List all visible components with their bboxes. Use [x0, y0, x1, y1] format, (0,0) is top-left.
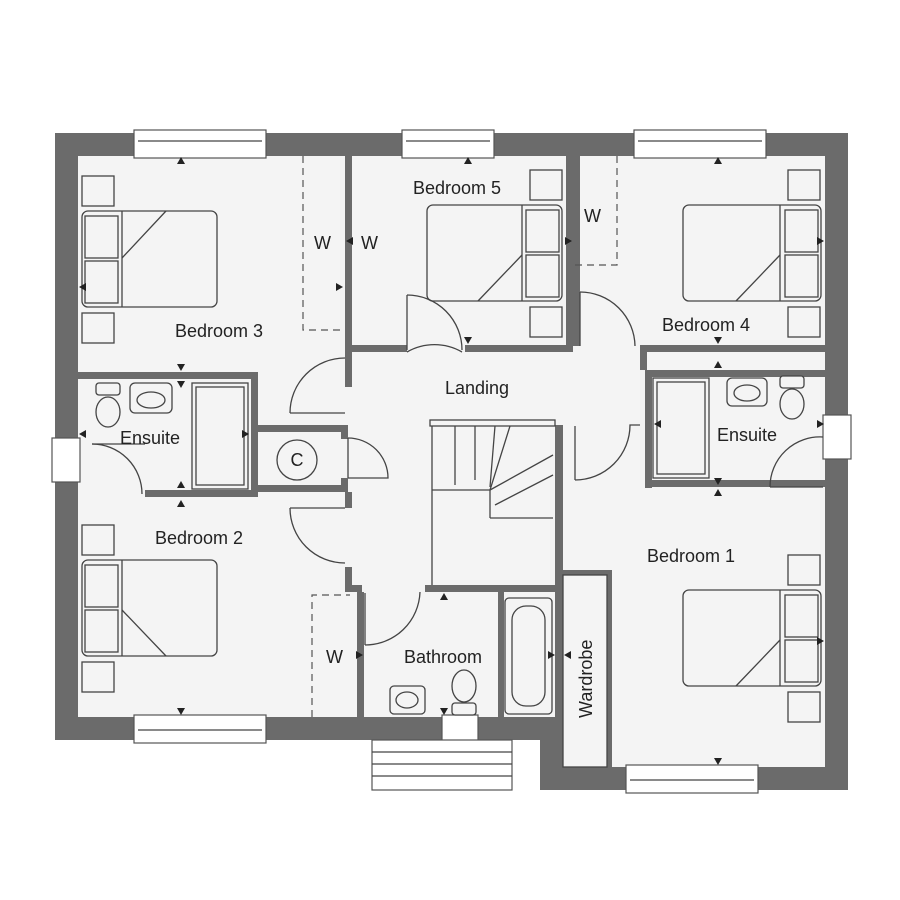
- staircase[interactable]: [429, 419, 556, 585]
- bed-bedroom2: [81, 524, 218, 693]
- windows: [51, 129, 852, 794]
- porch-steps: [371, 739, 513, 791]
- room-label-bedroom2: Bedroom 2: [155, 528, 243, 548]
- dimension-arrows: [79, 157, 824, 765]
- room-label-ensuite-right: Ensuite: [717, 425, 777, 445]
- bed-bedroom3: [81, 175, 218, 344]
- wardrobe-mark: W: [326, 647, 343, 667]
- room-label-bathroom: Bathroom: [404, 647, 482, 667]
- doors[interactable]: [91, 291, 824, 646]
- wardrobe-mark: W: [584, 206, 601, 226]
- bed-bedroom1: [682, 554, 822, 723]
- room-label-bedroom5: Bedroom 5: [413, 178, 501, 198]
- room-label-wardrobe: Wardrobe: [576, 640, 596, 718]
- wardrobe-mark: W: [361, 233, 378, 253]
- cupboard-label: C: [291, 450, 304, 470]
- sanitary-fixtures: [95, 375, 805, 716]
- room-label-ensuite-left: Ensuite: [120, 428, 180, 448]
- beds: [81, 169, 822, 723]
- bed-bedroom4: [682, 169, 822, 338]
- wardrobe-mark: W: [314, 233, 331, 253]
- room-label-bedroom4: Bedroom 4: [662, 315, 750, 335]
- room-label-bedroom3: Bedroom 3: [175, 321, 263, 341]
- bed-bedroom5: [426, 169, 563, 338]
- floor: [78, 156, 825, 767]
- room-label-bedroom1: Bedroom 1: [647, 546, 735, 566]
- interior-walls: [78, 156, 825, 767]
- cylinder-cupboard: [276, 439, 318, 481]
- wardrobe-outlines: [302, 156, 618, 768]
- room-label-landing: Landing: [445, 378, 509, 398]
